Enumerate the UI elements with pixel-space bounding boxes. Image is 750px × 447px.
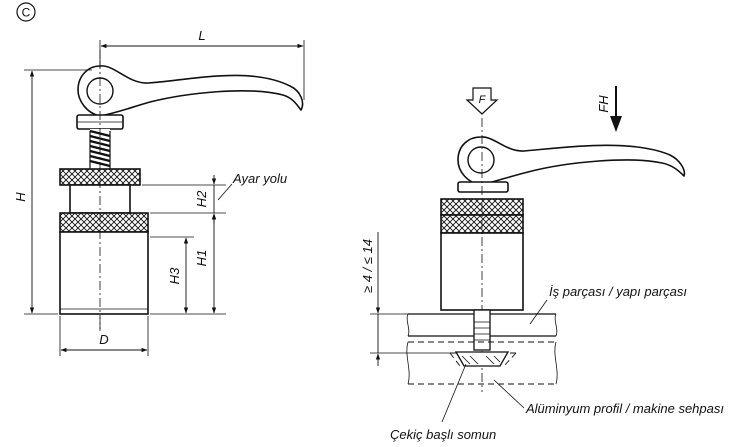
left-view: L H H2 Ayar yolu H1 [13,28,305,356]
dimension-D: D [59,316,149,356]
callout-nut: Çekiç başlı somun [390,363,496,442]
dimension-L: L [99,28,305,100]
dimension-H-label: H [13,192,28,202]
dimension-H1-label: H1 [194,250,209,267]
hammer-head-nut [454,351,510,367]
right-view: F FH [360,86,724,442]
force-FH-arrow: FH [596,86,622,132]
variant-badge-letter: C [22,6,31,20]
force-FH-label: FH [596,95,611,113]
dimension-H1: H1 [150,213,226,315]
variant-badge: C [16,2,36,22]
dimension-H2-label: H2 [194,190,209,207]
callout-nut-text: Çekiç başlı somun [390,427,496,442]
callout-profile: Alüminyum profil / makine sehpası [493,379,724,416]
callout-ayar-yolu-text: Ayar yolu [232,171,287,186]
dimension-clamp-range: ≥ 4 / ≤ 14 [360,232,452,366]
force-F-arrow: F [465,87,499,115]
left-body [59,231,149,315]
dimension-D-label: D [99,332,108,347]
dimension-H2: H2 [142,175,226,224]
force-F-label: F [479,94,487,106]
left-knurled-ring [59,212,149,233]
dimension-H3-label: H3 [167,267,182,284]
callout-profile-text: Alüminyum profil / makine sehpası [525,401,724,416]
aluminium-profile [406,341,558,385]
callout-ayar-yolu: Ayar yolu [217,171,287,201]
right-pressure-block [457,181,509,193]
screw-shank [473,309,491,351]
callout-workpiece: İş parçası / yapı parçası [529,284,687,325]
dimension-H3: H3 [150,236,194,314]
dimension-clamp-range-label: ≥ 4 / ≤ 14 [360,239,375,293]
right-cam-lever [457,136,686,186]
dimension-H: H [13,69,92,315]
left-cam-lever [77,65,304,117]
callout-workpiece-text: İş parçası / yapı parçası [549,284,687,299]
right-pivot-pin [467,146,495,174]
dimension-L-label: L [198,28,205,43]
